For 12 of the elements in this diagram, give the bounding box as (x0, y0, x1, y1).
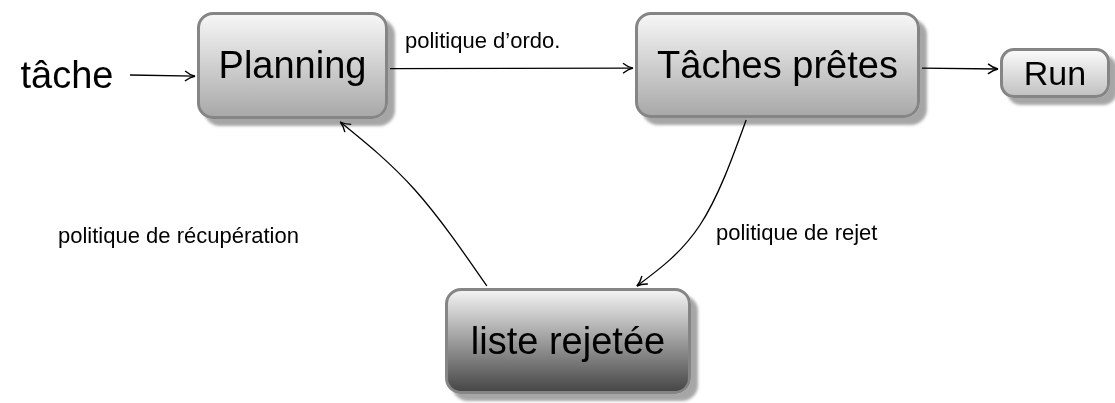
process-box (445, 288, 691, 394)
node-label: liste rejetée (470, 319, 666, 363)
text-label: tâche (8, 52, 126, 98)
edge-label: politique de rejet (716, 221, 878, 246)
edge-label: politique de récupération (58, 224, 299, 249)
process-box (197, 12, 388, 119)
process-box (1000, 48, 1110, 98)
node-label: Tâches prêtes (657, 43, 898, 87)
process-box (635, 12, 920, 118)
node-label: Run (1023, 53, 1087, 93)
edge-label: politique d’ordo. (405, 29, 561, 54)
node-label: Planning (218, 44, 367, 87)
